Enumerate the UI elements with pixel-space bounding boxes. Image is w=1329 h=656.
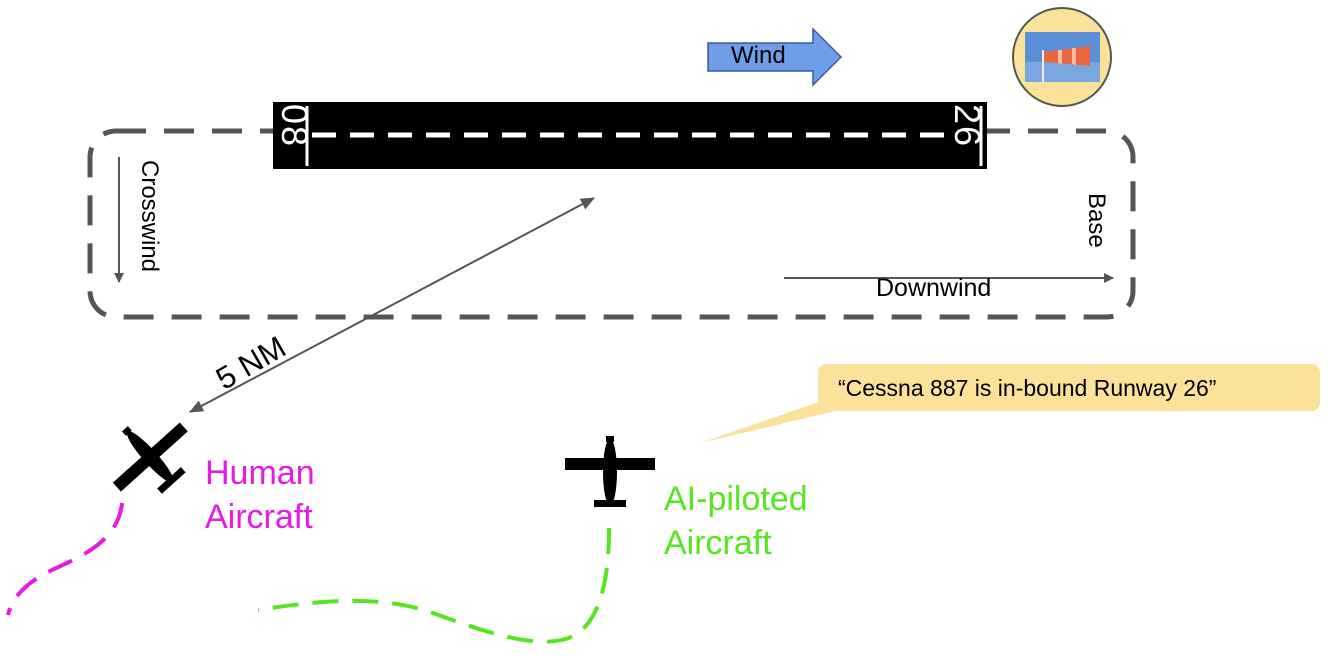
windsock-icon (1012, 7, 1112, 107)
runway-26-label: 26 (947, 104, 988, 149)
runway (273, 102, 987, 169)
ai-aircraft-label: AI-piloted Aircraft (664, 480, 808, 562)
downwind-label: Downwind (876, 274, 992, 302)
wind-arrow (707, 27, 843, 87)
runway-08-label: 08 (274, 104, 315, 149)
distance-arrow (189, 197, 595, 413)
radio-call-text: “Cessna 887 is in-bound Runway 26” (838, 375, 1217, 401)
human-aircraft-track (6, 502, 124, 616)
radio-call-bubble (700, 364, 1320, 443)
crosswind-label: Crosswind (136, 160, 163, 273)
human-aircraft-label: Human Aircraft (205, 454, 315, 536)
wind-label: Wind (731, 42, 786, 69)
ai-aircraft-track (257, 527, 611, 644)
airplane-icon (112, 422, 188, 494)
airplane-icon (565, 436, 655, 507)
base-label: Base (1083, 193, 1110, 248)
